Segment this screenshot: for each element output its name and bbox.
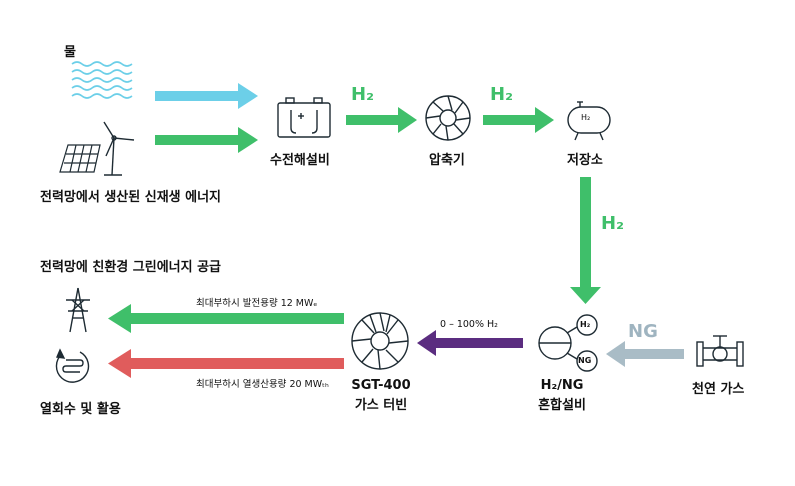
solar-panel-icon [59, 144, 101, 173]
electrolyzer-label: 수전해설비 [270, 153, 330, 168]
compressor-icon [425, 95, 471, 141]
pylon-icon [66, 287, 90, 333]
battery-electrolyzer-icon [277, 97, 331, 138]
mixing-label-2: 혼합설비 [538, 398, 586, 413]
gas-turbine-icon [351, 312, 409, 370]
renewable-label: 전력망에서 생산된 신재생 에너지 [40, 190, 222, 205]
mixer-h2-label: H₂ [580, 320, 591, 329]
wind-turbine-icon [103, 121, 135, 176]
district-heat-label: 열회수 및 활용 [40, 402, 121, 417]
heat-output-label: 최대부하시 열생산용량 20 MWₜₕ [196, 379, 329, 390]
blend-arrow [417, 330, 523, 356]
mixer-icon [538, 314, 598, 372]
valve-icon [696, 335, 744, 367]
natural-gas-label: 천연 가스 [692, 382, 745, 397]
h2-arrow-2 [483, 107, 554, 133]
heat-arrow [108, 349, 344, 378]
mixing-label-1: H₂/NG [540, 378, 584, 393]
grid-supply-label: 전력망에 친환경 그린에너지 공급 [40, 260, 222, 275]
tank-icon [567, 101, 611, 141]
h2-arrow-1 [346, 107, 417, 133]
water-label: 물 [64, 45, 76, 60]
turbine-label-1: SGT-400 [351, 378, 411, 393]
tank-h2-label: H₂ [581, 113, 591, 122]
heat-exchanger-icon [55, 348, 90, 383]
water-arrow [155, 83, 258, 109]
h2-label-1: H₂ [351, 84, 374, 105]
mixer-ng-label: NG [578, 356, 592, 365]
storage-label: 저장소 [567, 153, 603, 168]
compressor-label: 압축기 [429, 153, 465, 168]
power-arrow [108, 304, 344, 333]
ng-label: NG [628, 321, 658, 342]
h2-arrow-3 [570, 177, 601, 304]
water-waves-icon [71, 61, 133, 99]
power-output-label: 최대부하시 발전용량 12 MWₑ [196, 298, 318, 309]
turbine-label-2: 가스 터빈 [354, 398, 408, 413]
renewable-arrow [155, 127, 258, 153]
blend-range-label: 0 – 100% H₂ [440, 319, 498, 330]
ng-arrow [606, 341, 684, 367]
h2-label-3: H₂ [601, 213, 624, 234]
h2-label-2: H₂ [490, 84, 513, 105]
